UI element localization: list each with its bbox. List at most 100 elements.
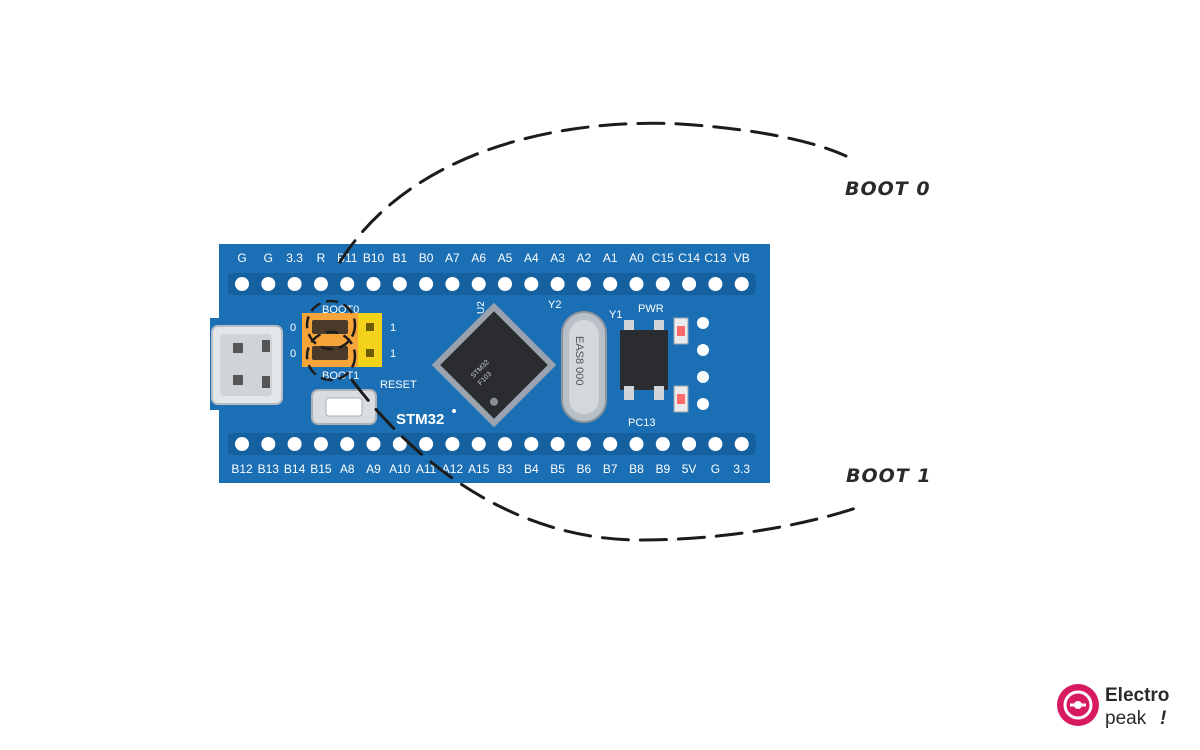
top-pin-label: A1 — [603, 251, 618, 265]
bottom-pin-hole — [287, 437, 302, 451]
reset-button[interactable]: RESET — [311, 379, 417, 425]
logo-line1: Electro — [1105, 685, 1169, 706]
bottom-pin-header — [228, 433, 756, 455]
top-pin-hole — [682, 277, 697, 291]
bottom-pin-hole — [313, 437, 328, 451]
top-pin-hole — [576, 277, 591, 291]
top-pin-label: A2 — [577, 251, 592, 265]
micro-usb-connector — [211, 325, 283, 405]
pc13-led — [673, 385, 689, 413]
bottom-pin-hole — [603, 437, 618, 451]
mcu-chip: STM32 F103 — [431, 302, 557, 428]
top-pin-label: C15 — [652, 251, 674, 265]
bottom-pin-hole — [419, 437, 434, 451]
boot0-highlight-circle — [305, 299, 357, 351]
bottom-pin-label: B13 — [258, 462, 280, 476]
top-pin-hole — [261, 277, 276, 291]
top-pin-hole — [629, 277, 644, 291]
top-pin-hole — [419, 277, 434, 291]
boot1-cap — [312, 346, 348, 360]
top-pin-hole — [366, 277, 381, 291]
stm32-brand-label: STM32 — [396, 411, 444, 428]
top-pin-label: B0 — [419, 251, 434, 265]
bottom-pin-label: B9 — [655, 462, 670, 476]
boot1-highlight-circle — [305, 330, 357, 382]
top-pin-label: C13 — [704, 251, 726, 265]
bottom-pin-label: B14 — [284, 462, 306, 476]
bottom-pin-hole — [392, 437, 407, 451]
crystal-ref-label: Y2 — [548, 299, 561, 311]
top-pin-hole — [340, 277, 355, 291]
top-pin-label: B11 — [337, 251, 358, 265]
bottom-pin-label: G — [711, 462, 720, 476]
bottom-pin-label: 5V — [682, 462, 697, 476]
regulator-ref-label: Y1 — [609, 309, 622, 321]
jumper-right-top-label: 1 — [390, 322, 396, 334]
pc13-label: PC13 — [628, 417, 656, 429]
top-pin-hole — [287, 277, 302, 291]
bottom-pin-label: A8 — [340, 462, 355, 476]
bottom-pin-hole — [471, 437, 486, 451]
bottom-pin-label: A9 — [366, 462, 381, 476]
top-pin-hole — [708, 277, 723, 291]
top-pin-hole — [498, 277, 512, 291]
crystal-marking: EAS8 000 — [573, 336, 585, 386]
top-pin-hole — [235, 277, 249, 291]
bottom-pin-hole — [550, 437, 565, 451]
top-pin-hole — [524, 277, 539, 291]
logo-exclamation: ! — [1160, 708, 1166, 729]
top-pin-header — [228, 273, 756, 295]
bottom-pin-hole — [445, 437, 460, 451]
top-pin-hole — [313, 277, 328, 291]
top-pin-label: G — [237, 251, 246, 265]
jumper-right-bottom-label: 1 — [390, 348, 396, 360]
top-pin-label: VB — [734, 251, 750, 265]
bottom-pin-label: A11 — [416, 462, 437, 476]
pwr-label: PWR — [638, 303, 664, 315]
top-pin-label: G — [264, 251, 273, 265]
top-pin-label: A3 — [550, 251, 565, 265]
bottom-pin-hole — [655, 437, 670, 451]
crystal-oscillator: EAS8 000 Y2 — [548, 299, 607, 423]
top-pin-label: B10 — [363, 251, 385, 265]
bottom-pin-hole — [682, 437, 697, 451]
bottom-pin-label: B6 — [577, 462, 592, 476]
top-pin-label: B1 — [392, 251, 407, 265]
top-pin-label: A6 — [471, 251, 486, 265]
top-pin-hole — [655, 277, 670, 291]
bottom-pin-hole — [524, 437, 539, 451]
jumper-left-top-label: 0 — [290, 322, 296, 334]
bottom-pin-label: B15 — [310, 462, 332, 476]
bottom-pin-label: A12 — [442, 462, 464, 476]
top-pin-label: A0 — [629, 251, 644, 265]
electropeak-logo: Electro peak ! — [1057, 684, 1169, 729]
top-pin-hole — [392, 277, 407, 291]
chip-ref-label: U2 — [476, 301, 487, 314]
jumper-left-bottom-label: 0 — [290, 348, 296, 360]
bottom-pin-label: B7 — [603, 462, 618, 476]
boot0-leader-line — [338, 121, 848, 264]
top-pin-label: A7 — [445, 251, 460, 265]
bottom-pin-hole — [261, 437, 276, 451]
top-pin-label: A5 — [498, 251, 513, 265]
boot0-cap — [312, 320, 348, 334]
top-pin-hole — [734, 277, 749, 291]
registered-mark — [452, 409, 456, 413]
bottom-pin-hole — [498, 437, 512, 451]
bottom-pin-label: B5 — [550, 462, 565, 476]
boot1-callout-label: BOOT 1 — [846, 465, 932, 487]
top-pin-hole — [550, 277, 565, 291]
pwr-led — [673, 317, 689, 345]
boot0-callout-label: BOOT 0 — [845, 178, 931, 200]
bottom-pin-hole — [734, 437, 749, 451]
bottom-pin-hole — [366, 437, 381, 451]
top-pin-hole — [471, 277, 486, 291]
boot-jumper-yellow — [358, 313, 382, 367]
bottom-pin-label: 3.3 — [733, 462, 750, 476]
top-pin-label: R — [317, 251, 326, 265]
top-pin-label: 3.3 — [286, 251, 303, 265]
